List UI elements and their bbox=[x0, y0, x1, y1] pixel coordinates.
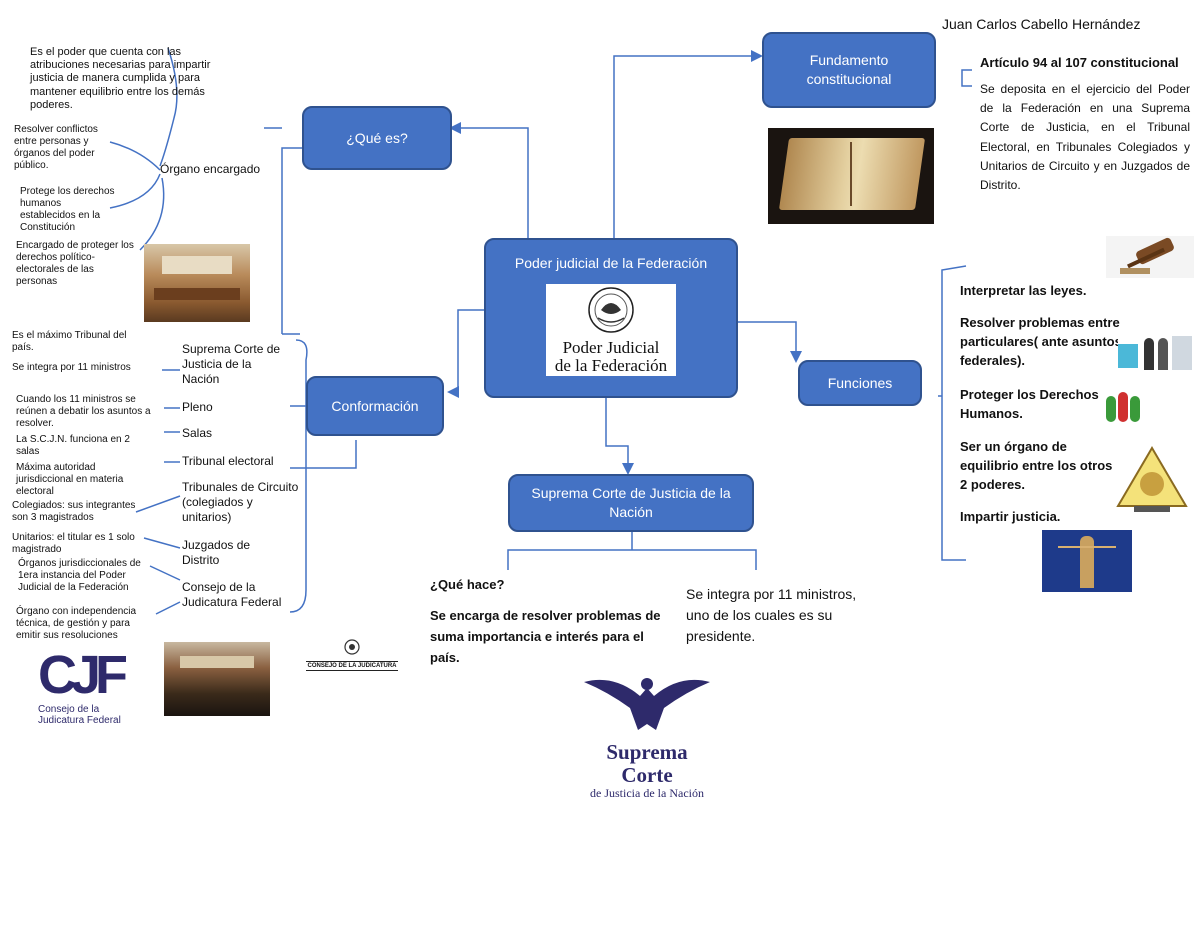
cjf-logo-caption: Consejo de la Judicatura Federal bbox=[38, 704, 121, 726]
cjf-logo-text: CJF bbox=[38, 645, 128, 705]
small-eagle-icon bbox=[344, 639, 360, 655]
fundamento-box: Fundamento constitucional bbox=[762, 32, 936, 108]
three-powers-icon bbox=[1114, 444, 1190, 514]
note-salas: La S.C.J.N. funciona en 2 salas bbox=[16, 434, 130, 457]
member-salas: Salas bbox=[182, 426, 213, 440]
conformacion-bracket bbox=[290, 405, 357, 469]
conformacion-box: Conformación bbox=[306, 376, 444, 436]
people-icon bbox=[1118, 330, 1192, 376]
cjf-small-logo: CONSEJO DE LA JUDICATURA bbox=[306, 638, 398, 678]
member-scjn: Suprema Corte de Justicia de la Nación bbox=[182, 342, 281, 386]
note-unitarios: Unitarios: el titular es 1 solo magistra… bbox=[12, 532, 135, 555]
author-name: Juan Carlos Cabello Hernández bbox=[942, 16, 1141, 32]
line-to-funciones bbox=[736, 321, 802, 363]
que-es-bracket bbox=[264, 127, 302, 335]
fundamento-bracket bbox=[961, 69, 972, 87]
note-link-5 bbox=[135, 495, 181, 513]
organo-curve-1 bbox=[159, 47, 178, 167]
pjf-logo: Poder Judicial de la Federación bbox=[546, 284, 676, 376]
mexican-eagle-emblem-icon bbox=[588, 287, 634, 333]
lady-justice-icon bbox=[1042, 530, 1132, 592]
que-es-box: ¿Qué es? bbox=[302, 106, 452, 170]
fundamento-text: Se deposita en el ejercicio del Poder de… bbox=[980, 82, 1190, 192]
scjn-box: Suprema Corte de Justicia de la Nación bbox=[508, 474, 754, 532]
organo-curve-3 bbox=[109, 173, 161, 209]
note-electoral: Máxima autoridad jurisdiccional en mater… bbox=[16, 462, 124, 497]
scjn-logo-line2: de Justicia de la Nación bbox=[590, 786, 704, 801]
line-to-fundamento bbox=[613, 50, 763, 240]
fundamento-label: Fundamento constitucional bbox=[806, 52, 892, 87]
note-juzgados: Órganos jurisdiccionales de 1era instanc… bbox=[18, 558, 141, 593]
note-ministros: Se integra por 11 ministros bbox=[12, 362, 131, 373]
que-hace-heading: ¿Qué hace? bbox=[430, 577, 505, 592]
scjn-logo-line1: Suprema Corte bbox=[606, 740, 688, 788]
funciones-bracket bbox=[938, 265, 967, 561]
center-title: Poder judicial de la Federación bbox=[514, 255, 708, 271]
note-colegiados: Colegiados: sus integrantes son 3 magist… bbox=[12, 500, 136, 523]
organo-curve-4 bbox=[139, 177, 165, 251]
organo-encargado: Órgano encargado bbox=[160, 162, 261, 176]
que-es-label: ¿Qué es? bbox=[346, 129, 408, 146]
human-rights-icon bbox=[1102, 386, 1142, 426]
organo-item-2: Protege los derechos humanos establecido… bbox=[20, 186, 115, 233]
scjn-label: Suprema Corte de Justicia de la Nación bbox=[531, 485, 731, 520]
scjn-integra: Se integra por 11 ministros, uno de los … bbox=[686, 586, 857, 644]
organo-curve-2 bbox=[109, 141, 161, 171]
que-es-definition: Es el poder que cuenta con las atribucio… bbox=[30, 46, 211, 111]
constitution-book-icon bbox=[768, 128, 934, 224]
note-link-7 bbox=[149, 565, 181, 581]
gavel-icon bbox=[1106, 236, 1194, 278]
pjf-logo-line1: Poder Judicial bbox=[562, 338, 660, 357]
funcion-item-1: Interpretar las leyes. bbox=[960, 283, 1087, 298]
member-cjf: Consejo de la Judicatura Federal bbox=[182, 580, 282, 609]
scjn-bracket bbox=[507, 532, 757, 570]
pjf-logo-line2: de la Federación bbox=[554, 355, 668, 375]
organo-item-3: Encargado de proteger los derechos polít… bbox=[16, 240, 134, 287]
note-cjf: Órgano con independencia técnica, de ges… bbox=[16, 606, 137, 641]
conformacion-brace bbox=[289, 339, 308, 613]
note-scjn: Es el máximo Tribunal del país. bbox=[12, 330, 127, 353]
cjf-small-text: CONSEJO DE LA JUDICATURA bbox=[306, 661, 398, 671]
funciones-label: Funciones bbox=[827, 374, 893, 391]
fundamento-heading: Artículo 94 al 107 constitucional bbox=[980, 55, 1179, 70]
funcion-item-4: Ser un órgano de equilibrio entre los ot… bbox=[960, 439, 1113, 492]
plenary-hall-photo bbox=[164, 642, 270, 716]
member-tribunal-electoral: Tribunal electoral bbox=[182, 454, 274, 468]
funcion-item-3: Proteger los Derechos Humanos. bbox=[960, 387, 1099, 421]
note-link-6 bbox=[143, 537, 181, 549]
member-juzgados: Juzgados de Distrito bbox=[182, 538, 251, 567]
line-to-que-es bbox=[449, 122, 529, 240]
funciones-box: Funciones bbox=[798, 360, 922, 406]
member-pleno: Pleno bbox=[182, 400, 213, 414]
note-link-8 bbox=[155, 601, 181, 615]
member-tribunales-circuito: Tribunales de Circuito (colegiados y uni… bbox=[182, 480, 299, 524]
cjf-logo: CJF Consejo de la Judicatura Federal bbox=[38, 648, 138, 740]
line-to-scjn bbox=[605, 398, 634, 475]
organo-item-1: Resolver conflictos entre personas y órg… bbox=[14, 124, 98, 171]
que-hace-text: Se encarga de resolver problemas de suma… bbox=[430, 608, 661, 665]
scjn-logo: Suprema Corte de Justicia de la Nación bbox=[580, 668, 714, 800]
funcion-item-2: Resolver problemas entre particulares( a… bbox=[960, 315, 1122, 368]
line-to-conformacion bbox=[447, 309, 486, 398]
conformacion-label: Conformación bbox=[331, 397, 419, 414]
eagle-icon bbox=[584, 678, 710, 730]
courtroom-photo bbox=[144, 244, 250, 322]
funcion-item-5: Impartir justicia. bbox=[960, 509, 1061, 524]
note-pleno: Cuando los 11 ministros se reúnen a deba… bbox=[16, 394, 151, 429]
